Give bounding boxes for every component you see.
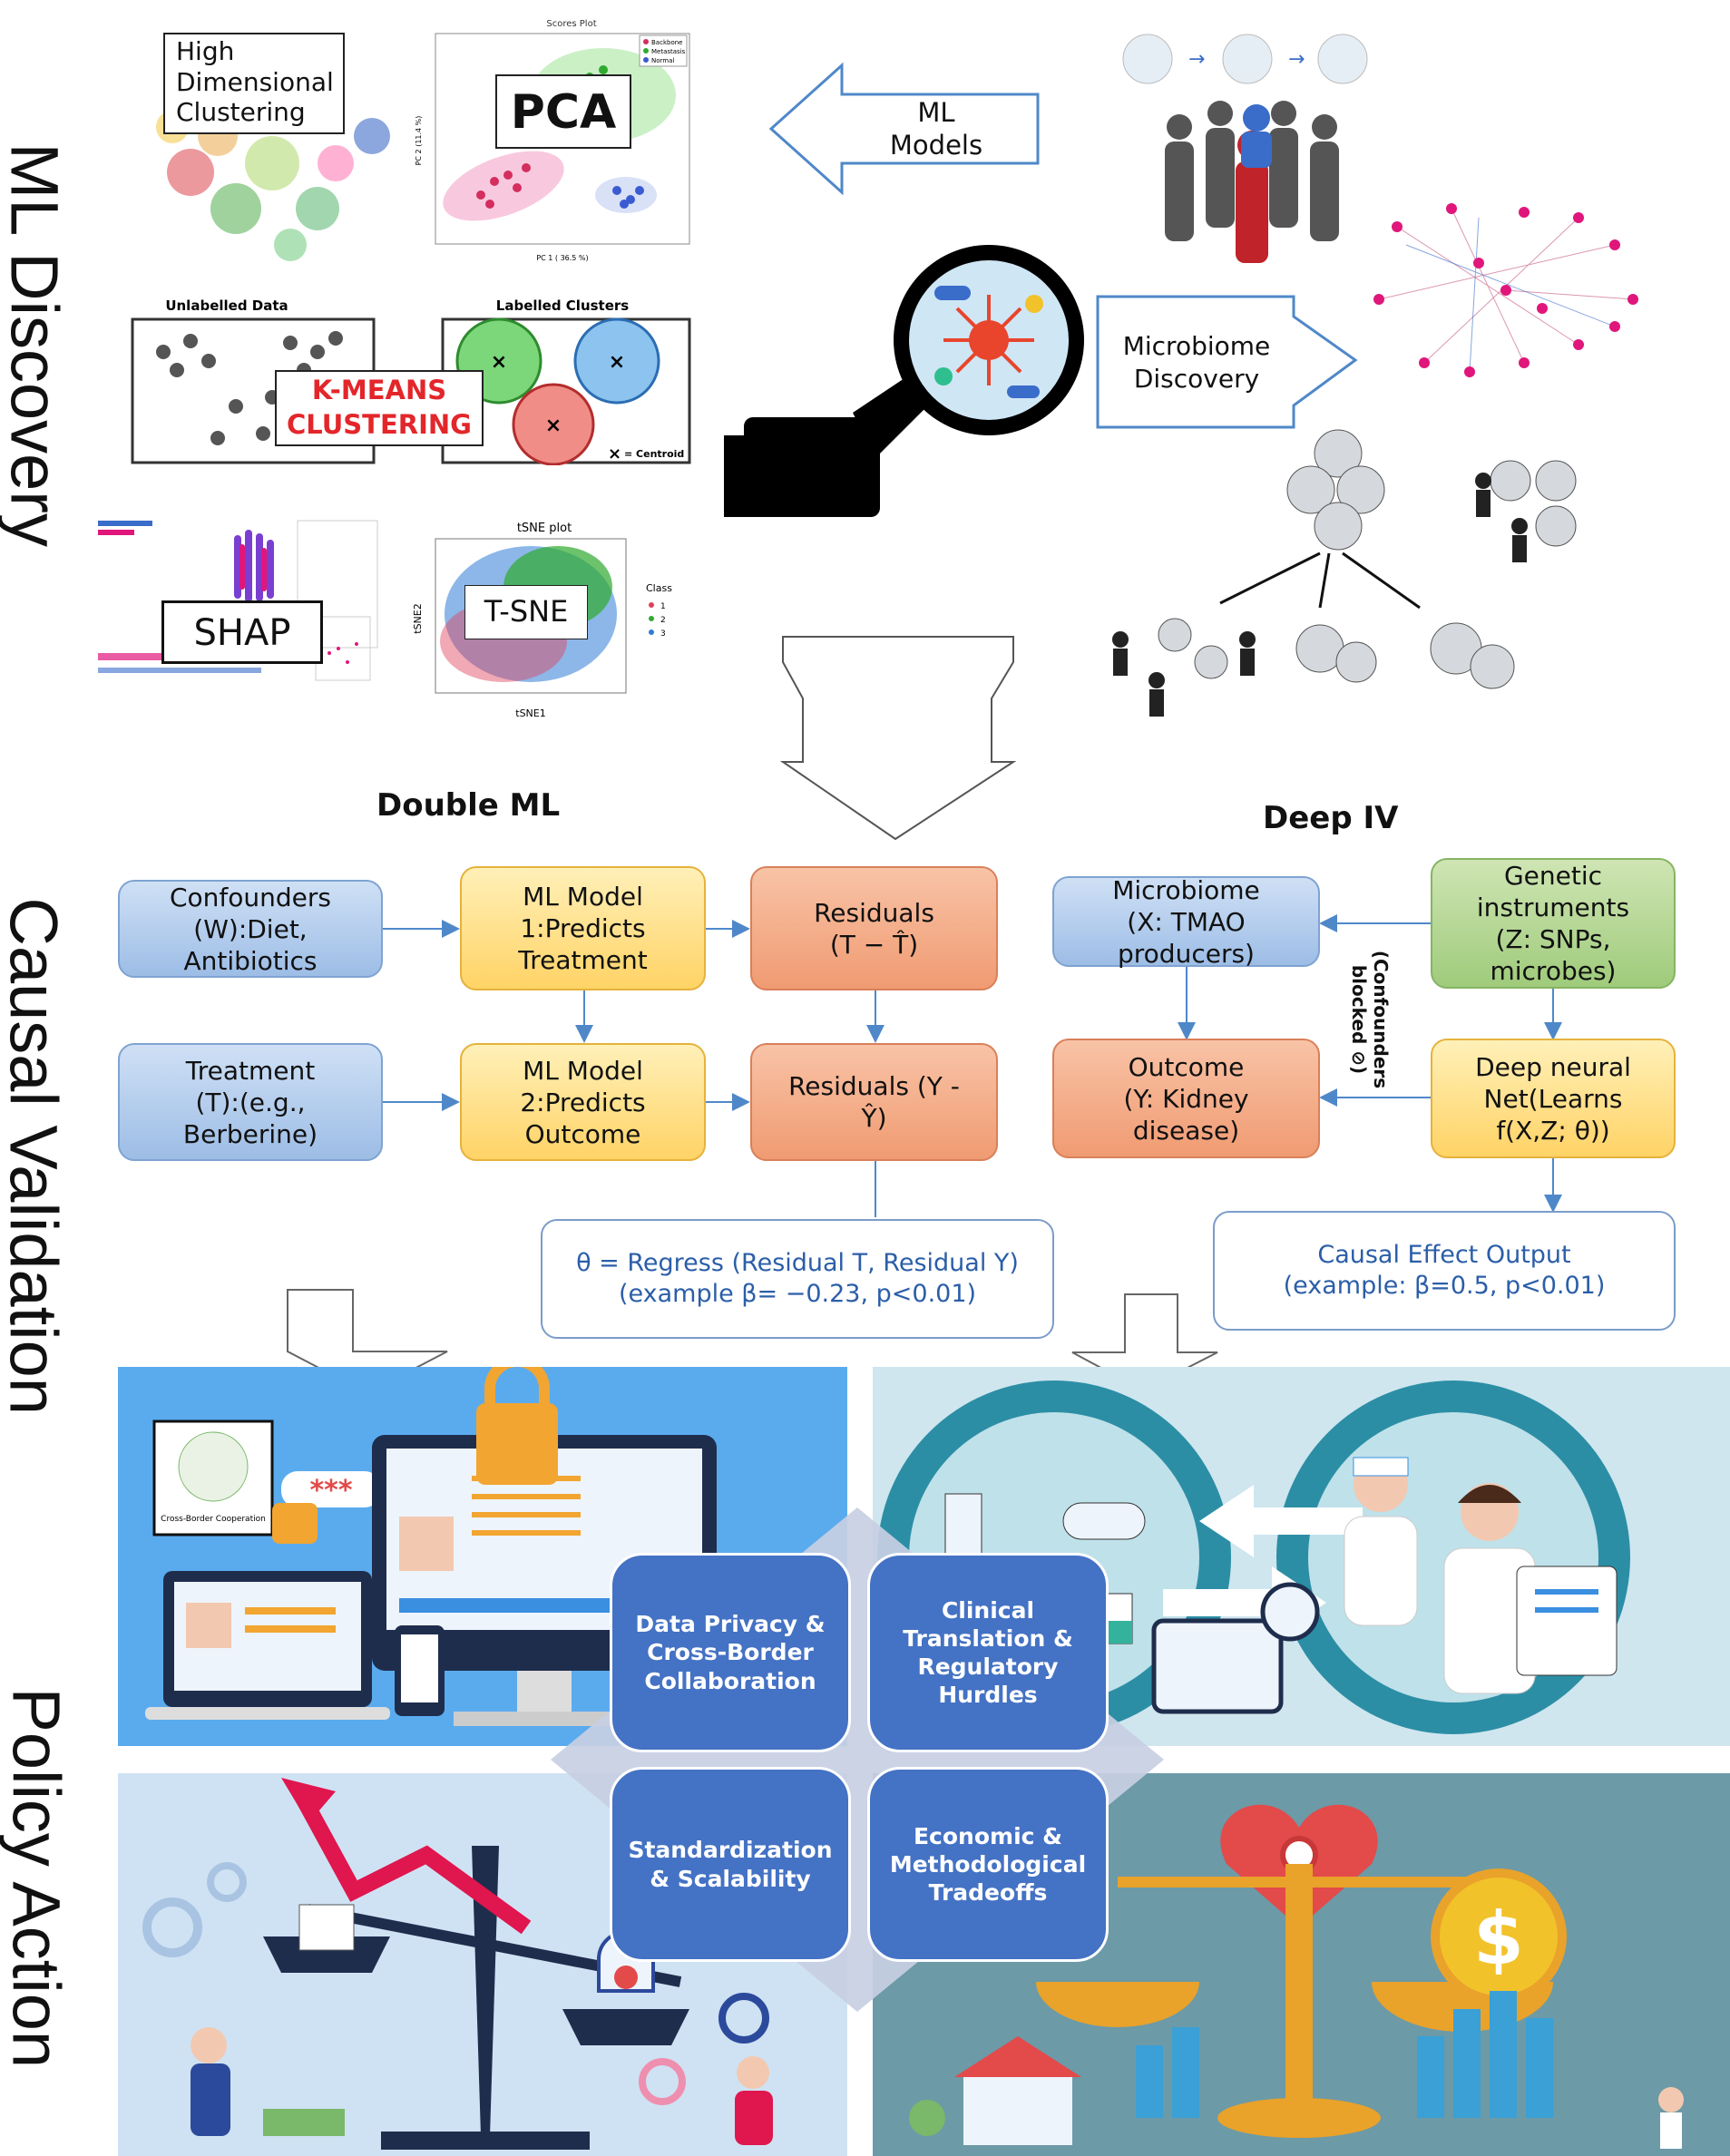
high-dimensional-clustering-label: High Dimensional Clustering: [163, 33, 345, 134]
confounders-box: Confounders (W):Diet, Antibiotics: [118, 880, 383, 978]
svg-text:PC 1 ( 36.5 %): PC 1 ( 36.5 %): [536, 254, 588, 262]
economic-tradeoffs-illustration: $: [873, 1773, 1730, 2156]
svg-text:×: ×: [491, 351, 507, 374]
microbiome-x-box: Microbiome (X: TMAO producers): [1052, 875, 1320, 969]
svg-text:Scores Plot: Scores Plot: [546, 19, 596, 29]
svg-text:tSNE1: tSNE1: [515, 707, 545, 719]
svg-text:×: ×: [609, 351, 625, 374]
svg-text:×: ×: [545, 415, 562, 437]
svg-text:3: 3: [660, 629, 666, 639]
genetic-instruments-box: Genetic instruments (Z: SNPs, microbes): [1431, 858, 1676, 989]
ml-model-2-box: ML Model 2:Predicts Outcome: [460, 1043, 706, 1161]
svg-text:2: 2: [660, 616, 666, 625]
outcome-y-box: Outcome (Y: Kidney disease): [1052, 1039, 1320, 1158]
svg-text:×: ×: [608, 444, 621, 463]
svg-text:1: 1: [660, 602, 666, 611]
policy-clinical-translation: Clinical Translation & Regulatory Hurdle…: [867, 1553, 1109, 1752]
regress-result-box: θ = Regress (Residual T, Residual Y) (ex…: [541, 1219, 1054, 1339]
svg-text:Backbone: Backbone: [651, 39, 682, 46]
policy-economic-tradeoffs: Economic & Methodological Tradeoffs: [867, 1767, 1109, 1962]
pca-label: PCA: [495, 74, 631, 149]
microbiome-discovery-label: Microbiome Discovery: [1122, 331, 1271, 395]
section-label-policy-action: Policy Action: [0, 1687, 74, 2069]
down-arrow-main: [779, 636, 1017, 841]
svg-text:→: →: [1288, 48, 1305, 71]
svg-text:***: ***: [309, 1475, 352, 1507]
svg-text:Labelled Clusters: Labelled Clusters: [496, 298, 630, 314]
svg-text:Metastasis: Metastasis: [651, 48, 686, 55]
policy-standardization: Standardization & Scalability: [610, 1767, 851, 1962]
causal-connectors: [383, 914, 1562, 1217]
residuals-t-box: Residuals (T − T̂): [750, 866, 998, 990]
microbiome-discovery-arrow: [1096, 295, 1358, 429]
svg-text:Cross-Border Cooperation: Cross-Border Cooperation: [161, 1515, 266, 1524]
kmeans-label: K-MEANS CLUSTERING: [275, 370, 484, 446]
double-ml-heading: Double ML: [376, 787, 561, 824]
svg-text:Unlabelled Data: Unlabelled Data: [165, 298, 288, 314]
residuals-y-box: Residuals (Y - Ŷ): [750, 1043, 998, 1161]
shap-label: SHAP: [161, 600, 323, 664]
pca-scores-plot: Scores Plot Backbone Metastasis Normal P…: [415, 19, 690, 262]
deep-neural-net-box: Deep neural Net(Learns f(X,Z; θ)): [1431, 1039, 1676, 1158]
tsne-label: T-SNE: [464, 585, 588, 639]
svg-text:Class: Class: [646, 582, 672, 594]
svg-text:tSNE plot: tSNE plot: [517, 522, 572, 535]
treatment-box: Treatment (T):(e.g., Berberine): [118, 1043, 383, 1161]
microbiome-community-tree: [1112, 429, 1577, 717]
microbiome-network-graph: [1373, 203, 1638, 377]
clinical-translation-illustration: [873, 1367, 1730, 1746]
svg-text:$: $: [1473, 1897, 1524, 1981]
magnifier-microbe-icon: [724, 245, 1084, 517]
causal-effect-output-box: Causal Effect Output (example: β=0.5, p<…: [1213, 1211, 1676, 1331]
svg-text:= Centroid: = Centroid: [624, 448, 684, 460]
svg-text:tSNE2: tSNE2: [412, 603, 424, 633]
ml-model-1-box: ML Model 1:Predicts Treatment: [460, 866, 706, 990]
ml-models-label: ML Models: [889, 97, 983, 161]
microbiome-population-illustration: → →: [1122, 34, 1368, 263]
ml-models-arrow: [769, 62, 1040, 196]
svg-text:→: →: [1188, 48, 1205, 71]
deep-iv-heading: Deep IV: [1263, 800, 1399, 836]
confounders-blocked-label: (Confounders blocked ⊘): [1348, 950, 1392, 1089]
policy-data-privacy: Data Privacy & Cross-Border Collaboratio…: [610, 1553, 851, 1752]
svg-text:PC 2 (11.4 %): PC 2 (11.4 %): [415, 116, 423, 166]
svg-text:Normal: Normal: [651, 57, 674, 64]
